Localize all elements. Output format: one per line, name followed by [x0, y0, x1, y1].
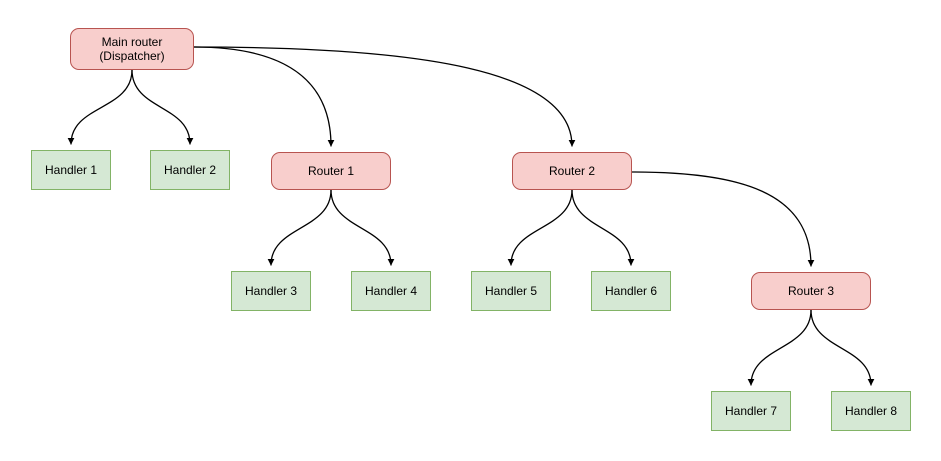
edge-router-2-to-router-3 — [631, 171, 815, 267]
edge-router-1-to-handler-4 — [330, 189, 395, 266]
node-label-handler-5: Handler 5 — [484, 284, 538, 298]
node-handler-7[interactable]: Handler 7 — [711, 391, 791, 431]
node-handler-6[interactable]: Handler 6 — [591, 271, 671, 311]
edge-router-2-to-handler-6 — [571, 189, 635, 266]
node-label-handler-3: Handler 3 — [244, 284, 298, 298]
node-label-handler-6: Handler 6 — [604, 284, 658, 298]
node-handler-8[interactable]: Handler 8 — [831, 391, 911, 431]
node-router-1[interactable]: Router 1 — [271, 152, 391, 190]
node-label-handler-8: Handler 8 — [844, 404, 898, 418]
node-handler-2[interactable]: Handler 2 — [150, 150, 230, 190]
edge-main-to-router-2 — [193, 46, 576, 147]
edge-main-to-handler-1 — [67, 69, 133, 145]
node-label-router-1: Router 1 — [307, 164, 355, 178]
node-main-router[interactable]: Main router (Dispatcher) — [70, 28, 194, 70]
node-handler-3[interactable]: Handler 3 — [231, 271, 311, 311]
node-handler-4[interactable]: Handler 4 — [351, 271, 431, 311]
node-label-router-3: Router 3 — [787, 284, 835, 298]
edge-router-3-to-handler-7 — [747, 309, 812, 386]
edge-main-to-router-1 — [193, 46, 335, 147]
edge-main-to-handler-2 — [131, 69, 194, 145]
node-router-3[interactable]: Router 3 — [751, 272, 871, 310]
node-label-handler-4: Handler 4 — [364, 284, 418, 298]
node-router-2[interactable]: Router 2 — [512, 152, 632, 190]
node-handler-5[interactable]: Handler 5 — [471, 271, 551, 311]
node-handler-1[interactable]: Handler 1 — [31, 150, 111, 190]
node-label-handler-1: Handler 1 — [44, 163, 98, 177]
node-label-main-router: Main router (Dispatcher) — [99, 35, 165, 63]
node-label-handler-2: Handler 2 — [163, 163, 217, 177]
node-label-handler-7: Handler 7 — [724, 404, 778, 418]
node-label-router-2: Router 2 — [548, 164, 596, 178]
edge-router-2-to-handler-5 — [507, 189, 573, 266]
edge-router-1-to-handler-3 — [267, 189, 332, 266]
edge-router-3-to-handler-8 — [810, 309, 875, 386]
